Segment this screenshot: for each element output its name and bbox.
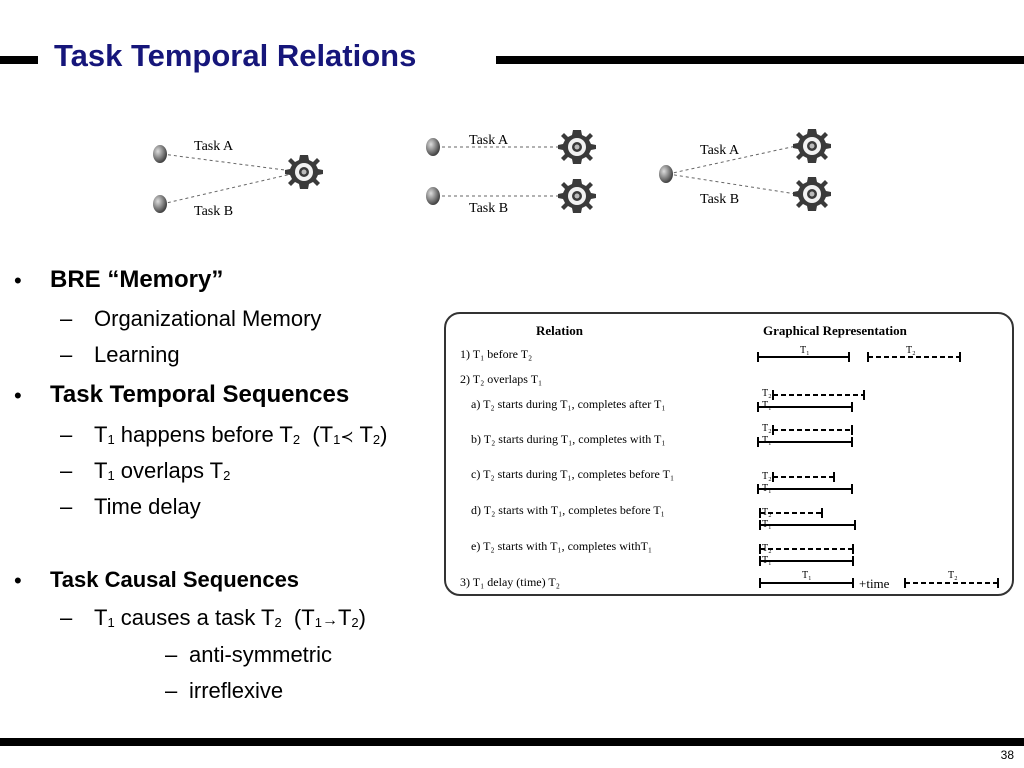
bullet-dot: • [14, 383, 22, 408]
item-organizational-memory: Organizational Memory [94, 306, 322, 331]
footer-rule [0, 738, 1024, 746]
diagram-parallel: Task A Task B [426, 130, 596, 216]
slide-title: Task Temporal Relations [54, 38, 417, 73]
dash: – [60, 458, 73, 483]
item-overlaps: T1 overlaps T2 [94, 458, 231, 483]
gear-icon [285, 155, 323, 189]
bullet-bre-memory: BRE “Memory” [50, 266, 224, 293]
dash: – [60, 422, 73, 447]
slide-number: 38 [1000, 748, 1014, 762]
bullet-task-temporal-sequences: Task Temporal Sequences [50, 381, 350, 408]
source-node-icon [153, 145, 167, 163]
diagram-converge: Task A Task B [153, 139, 323, 219]
dash: – [165, 642, 178, 667]
task-relations-diagram: Task A Task B Task A Task B Task A Task … [153, 129, 831, 219]
item-irreflexive: irreflexive [189, 678, 284, 703]
source-node-icon [426, 187, 440, 205]
dash: – [60, 342, 73, 367]
diagram-diverge: Task A Task B [659, 129, 831, 211]
title-rule-right [496, 56, 1024, 64]
relations-table [444, 312, 1014, 596]
gear-icon [558, 179, 596, 213]
source-node-icon [426, 138, 440, 156]
item-time-delay: Time delay [94, 494, 201, 519]
source-node-icon [659, 165, 673, 183]
task-b-label: Task B [469, 201, 508, 216]
bullet-task-causal-sequences: Task Causal Sequences [50, 567, 300, 592]
gear-icon [793, 177, 831, 211]
task-a-label: Task A [700, 143, 740, 158]
dash: – [60, 494, 73, 519]
item-anti-symmetric: anti-symmetric [189, 642, 333, 667]
title-rule-left [0, 56, 38, 64]
task-b-label: Task B [700, 192, 739, 207]
bullet-dot: • [14, 568, 22, 593]
source-node-icon [153, 195, 167, 213]
task-a-label: Task A [194, 139, 234, 154]
gear-icon [793, 129, 831, 163]
item-learning: Learning [94, 342, 180, 367]
dash: – [60, 306, 73, 331]
item-causes-task: T1 causes a task T2 (T1→T2) [94, 605, 366, 630]
dash: – [165, 678, 178, 703]
task-a-label: Task A [469, 133, 509, 148]
gear-icon [558, 130, 596, 164]
dash: – [60, 605, 73, 630]
item-happens-before: T1 happens before T2 (T1≺ T2) [94, 422, 388, 447]
task-b-label: Task B [194, 204, 233, 219]
bullet-dot: • [14, 268, 22, 293]
